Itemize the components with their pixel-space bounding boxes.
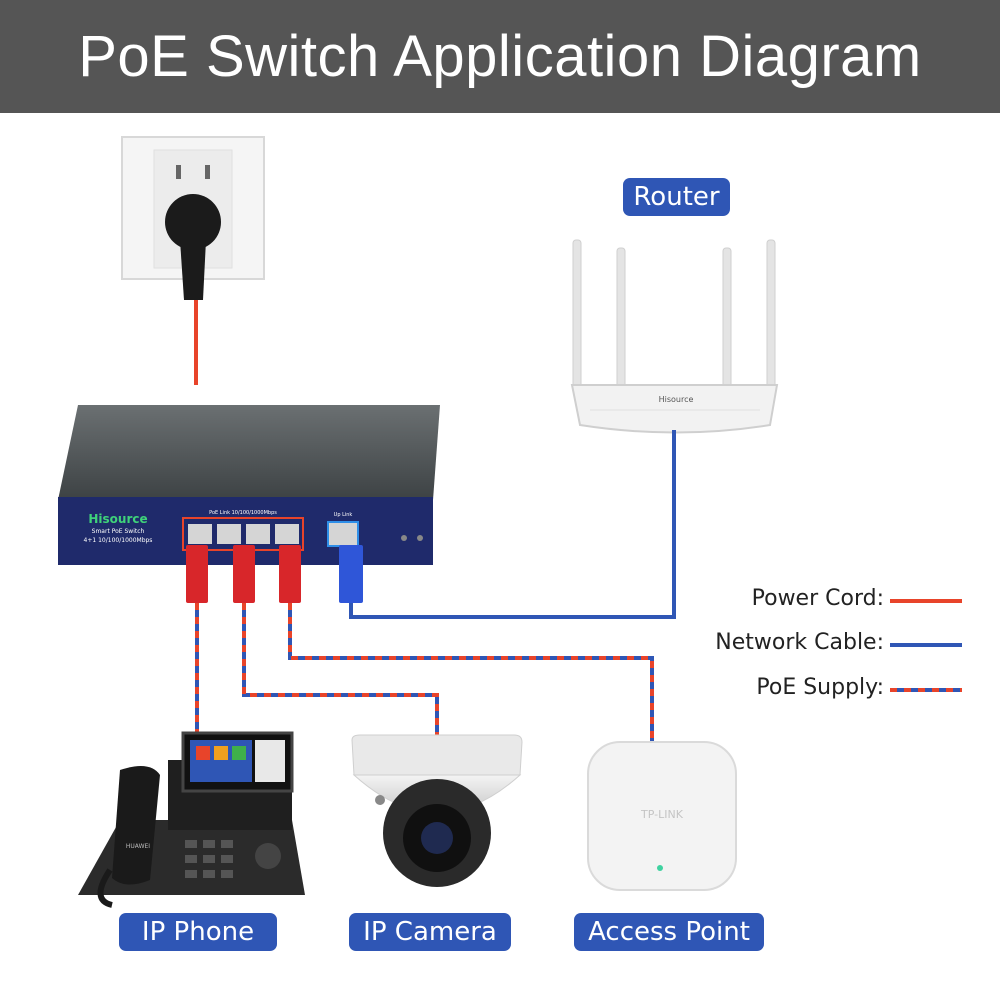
access-point-device: [587, 741, 737, 891]
switch-model: Smart PoE Switch: [92, 528, 145, 535]
router-brand: Hisource: [659, 395, 694, 404]
switch-brand: Hisource: [88, 512, 147, 526]
switch-spec: 4+1 10/100/1000Mbps: [84, 537, 153, 544]
ip-phone-label: IP Phone: [119, 913, 277, 951]
ip-phone-device: [78, 731, 305, 908]
network-cable-line: [349, 430, 676, 619]
access-point-label: Access Point: [574, 913, 764, 951]
router-device: [570, 239, 779, 434]
ip-camera-label: IP Camera: [349, 913, 511, 951]
phone-brand: HUAWEI: [126, 843, 150, 850]
plug-icon: [165, 194, 221, 250]
poe-connectors: [186, 545, 301, 603]
legend-power-label: Power Cord:: [751, 586, 884, 611]
uplink-label: Up Link: [334, 512, 353, 518]
ip-camera-device: [351, 734, 523, 887]
legend-network-label: Network Cable:: [715, 630, 884, 655]
poe-ports-label: PoE Link 10/100/1000Mbps: [209, 510, 277, 516]
header-bar: PoE Switch Application Diagram: [0, 0, 1000, 113]
wall-outlet: [121, 136, 265, 300]
legend-poe-label: PoE Supply:: [756, 675, 884, 700]
poe-supply-lines: [195, 603, 654, 742]
page-title: PoE Switch Application Diagram: [78, 24, 922, 89]
router-label: Router: [623, 178, 730, 216]
uplink-connector: [339, 545, 363, 603]
ap-brand: TP-LINK: [640, 808, 684, 821]
